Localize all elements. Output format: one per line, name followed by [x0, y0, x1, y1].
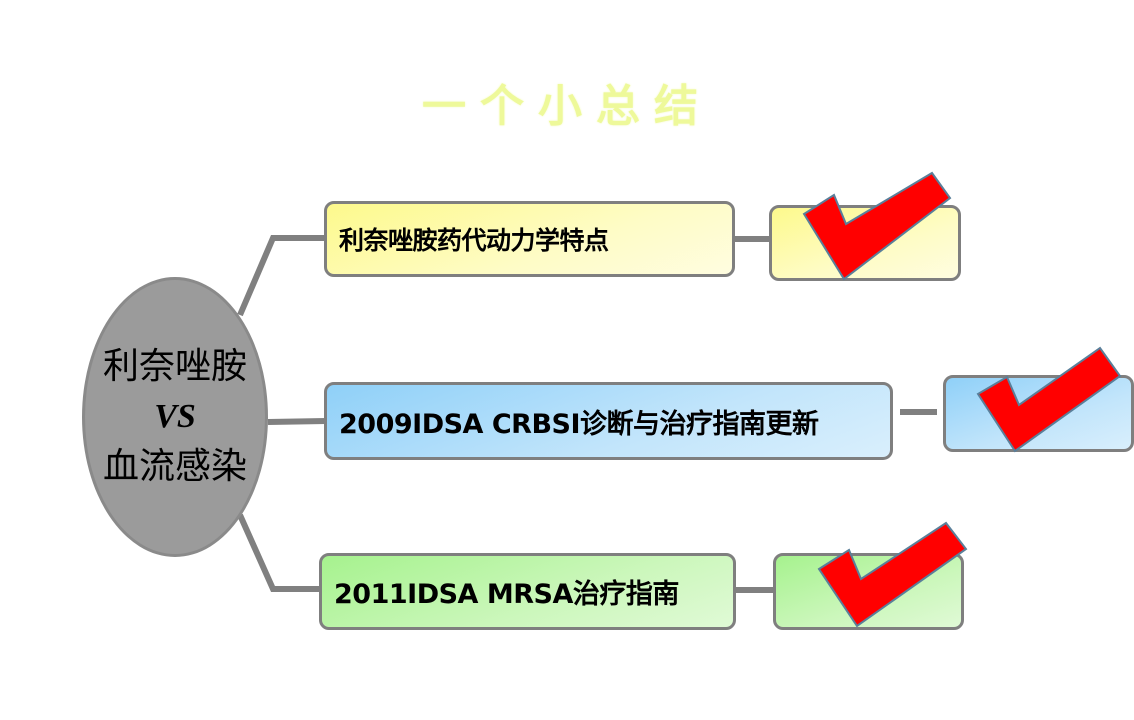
- connector-center-to-topic-3: [237, 513, 321, 592]
- center-node-line-2: 血流感染: [102, 446, 247, 487]
- connector-center-to-topic-2: [267, 418, 327, 425]
- center-node-vs: VS: [154, 398, 196, 435]
- check-mark-icon: [802, 171, 952, 281]
- check-mark-icon: [976, 346, 1122, 453]
- center-node-line-1: 利奈唑胺: [102, 346, 247, 387]
- topic-box-1: 利奈唑胺药代动力学特点: [324, 201, 735, 277]
- slide-title: 一个小总结: [422, 81, 712, 132]
- center-node: 利奈唑胺 VS 血流感染: [82, 277, 268, 557]
- topic-label-2: 2009IDSA CRBSI诊断与治疗指南更新: [339, 408, 819, 440]
- topic-label-3: 2011IDSA MRSA治疗指南: [334, 579, 679, 610]
- topic-box-3: 2011IDSA MRSA治疗指南: [319, 553, 736, 630]
- topic-box-2: 2009IDSA CRBSI诊断与治疗指南更新: [324, 382, 893, 460]
- check-mark-icon: [817, 521, 968, 628]
- connector-center-to-topic-1: [237, 235, 326, 317]
- topic-label-1: 利奈唑胺药代动力学特点: [339, 226, 609, 255]
